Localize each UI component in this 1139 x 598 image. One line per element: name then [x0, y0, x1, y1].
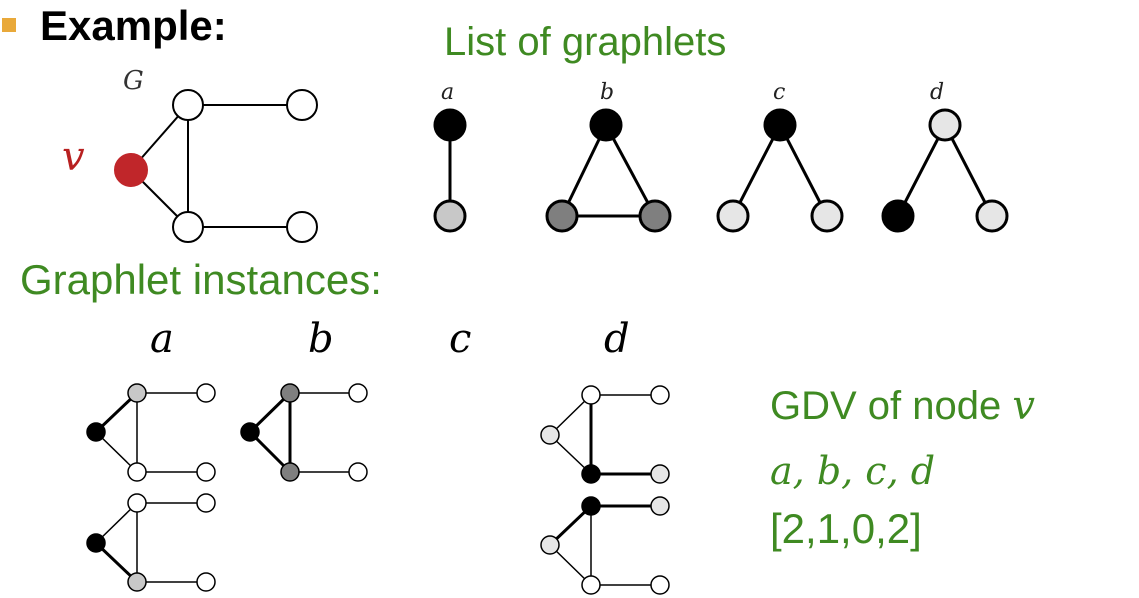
graphlet-node [433, 108, 467, 142]
instance-node [348, 383, 368, 403]
instance-node [196, 462, 216, 482]
graphlet-edge [604, 124, 657, 217]
graphlet-label-a: a [441, 80, 455, 105]
instance-node [348, 462, 368, 482]
instance-label-b: b [308, 316, 334, 362]
graph-g [114, 89, 318, 243]
graphlet-node [763, 108, 797, 142]
gdv-vector: [2,1,0,2] [770, 505, 922, 552]
instance-node [127, 572, 147, 592]
graphlet-label-c: c [773, 80, 786, 105]
instance-node [127, 383, 147, 403]
instance-node [280, 462, 300, 482]
graphlet-node [716, 199, 750, 233]
graphlet-a [433, 108, 467, 233]
instance-node [650, 496, 670, 516]
graphlet-list-title: List of graphlets [444, 20, 727, 64]
instance-a-2 [86, 493, 216, 592]
instance-node [280, 383, 300, 403]
instance-node [581, 496, 601, 516]
instance-node [86, 533, 106, 553]
gdv-title-var: v [1012, 383, 1035, 429]
node-v [114, 153, 148, 187]
instance-node [581, 575, 601, 595]
node-v-label: v [62, 134, 85, 180]
gdv-title-prefix: GDV of node [770, 384, 1002, 428]
bullet-marker [2, 18, 16, 32]
instance-node [581, 385, 601, 405]
graphlet-node [545, 199, 579, 233]
instance-node [196, 493, 216, 513]
instance-node [540, 425, 560, 445]
graphlet-d [881, 108, 1009, 233]
graphlet-node [881, 199, 915, 233]
instance-node [86, 422, 106, 442]
gdv-letters: a, b, c, d [770, 449, 936, 493]
graph-node [286, 211, 318, 243]
instance-node [240, 422, 260, 442]
graphlet-node [638, 199, 672, 233]
instance-node [127, 462, 147, 482]
instance-label-c: c [449, 316, 472, 362]
gdv-title: GDV of node v [770, 383, 1035, 429]
instance-node [540, 535, 560, 555]
instance-node [650, 464, 670, 484]
graphlet-node [589, 108, 623, 142]
graphlet-node [928, 108, 962, 142]
instance-node [196, 383, 216, 403]
instance-node [650, 385, 670, 405]
instance-b-1 [240, 383, 368, 482]
graphlet-edge [560, 124, 608, 217]
instance-node [127, 493, 147, 513]
graphlet-b [545, 108, 672, 233]
example-heading: Example: [40, 2, 227, 49]
graphlet-label-b: b [600, 80, 615, 105]
graphlet-node [433, 199, 467, 233]
instance-label-a: a [150, 316, 174, 362]
graph-name-label: G [123, 66, 144, 96]
graphlet-edge [896, 124, 947, 217]
instance-d-2 [540, 496, 670, 595]
instance-d-1 [540, 385, 670, 484]
graphlet-edge [943, 124, 994, 217]
graphlet-edge [731, 124, 782, 217]
instance-node [581, 464, 601, 484]
instance-node [650, 575, 670, 595]
graph-node [172, 211, 204, 243]
graphlet-label-d: d [930, 80, 945, 105]
graph-node [172, 89, 204, 121]
graphlet-c [716, 108, 844, 233]
graph-node [286, 89, 318, 121]
graphlet-node [810, 199, 844, 233]
graphlet-node [975, 199, 1009, 233]
instance-node [196, 572, 216, 592]
instance-label-d: d [604, 316, 630, 362]
graphlet-instances-title: Graphlet instances: [20, 256, 382, 303]
graphlet-edge [778, 124, 829, 217]
instance-a-1 [86, 383, 216, 482]
